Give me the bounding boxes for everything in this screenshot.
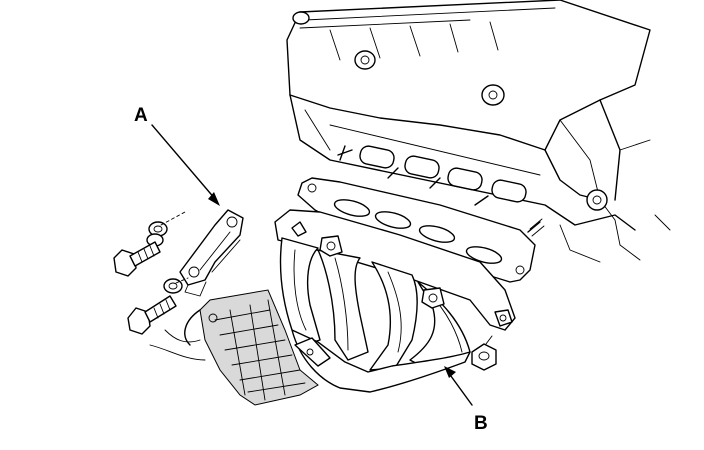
- callout-a-label: A: [134, 105, 148, 126]
- washer-upper: [146, 221, 168, 247]
- bolt-lower: [127, 295, 177, 335]
- callout-b-arrow: [444, 366, 473, 406]
- exhaust-manifold: [274, 209, 516, 393]
- callout-a-arrow: [151, 124, 220, 206]
- bolt-upper: [113, 241, 161, 277]
- bracket-a: [179, 209, 244, 297]
- callout-b-label: B: [474, 413, 488, 434]
- washer-lower: [163, 278, 183, 294]
- manifold-studs: [337, 145, 545, 237]
- manifold-nut: [471, 335, 497, 371]
- head-exhaust-ports: [359, 145, 527, 203]
- cylinder-head: [286, 0, 671, 263]
- heat-shield: [149, 289, 319, 406]
